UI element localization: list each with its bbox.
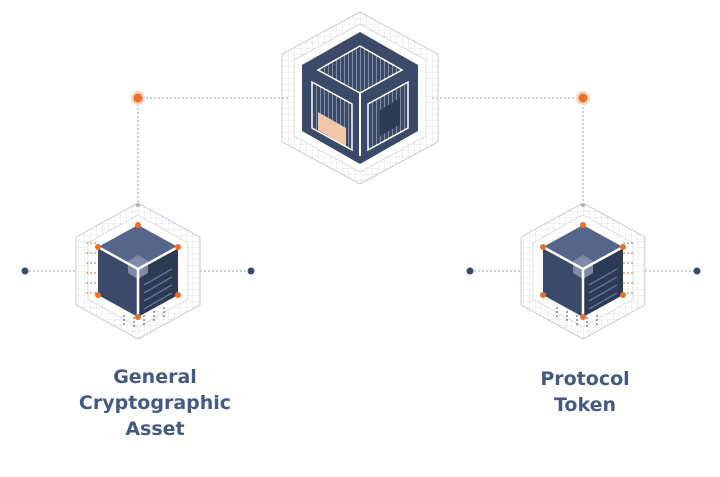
blockchain-cube-icon-right [520, 202, 646, 340]
connector-top-right [432, 97, 584, 205]
node-label-protocol-token: Protocol Token [470, 366, 700, 418]
endpoint-dot [693, 267, 701, 275]
label-line: Asset [125, 418, 185, 440]
label-line: Protocol [540, 368, 630, 390]
endpoint-dot [21, 267, 29, 275]
blockchain-cube-icon-left [75, 202, 201, 340]
label-line: Token [553, 394, 617, 416]
node-label-general-cryptographic-asset: General Cryptographic Asset [40, 364, 270, 442]
open-cube-icon [281, 11, 439, 185]
label-line: Cryptographic [78, 392, 232, 414]
label-line: General [113, 366, 197, 388]
endpoint-dot [247, 267, 255, 275]
junction-dots [131, 91, 590, 105]
endpoint-dot [466, 267, 474, 275]
connector-top-left [137, 97, 288, 205]
